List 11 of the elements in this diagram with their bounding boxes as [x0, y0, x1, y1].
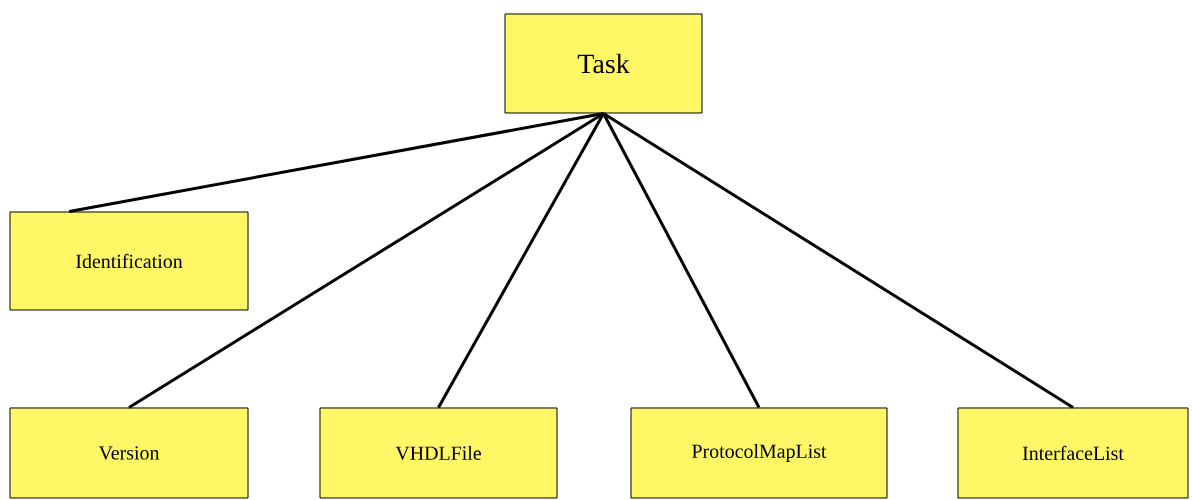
- connector-line: [437, 112, 605, 409]
- child-box: Identification: [9, 211, 249, 311]
- connector-line: [602, 112, 1074, 409]
- child-box: InterfaceList: [957, 407, 1189, 499]
- connector-line: [69, 112, 604, 213]
- connector-line: [128, 112, 605, 409]
- root-box: Task: [504, 13, 703, 114]
- child-box: VHDLFile: [319, 407, 558, 499]
- connector-line: [602, 112, 761, 409]
- child-box: ProtocolMapList: [630, 407, 888, 499]
- child-box: Version: [9, 407, 249, 499]
